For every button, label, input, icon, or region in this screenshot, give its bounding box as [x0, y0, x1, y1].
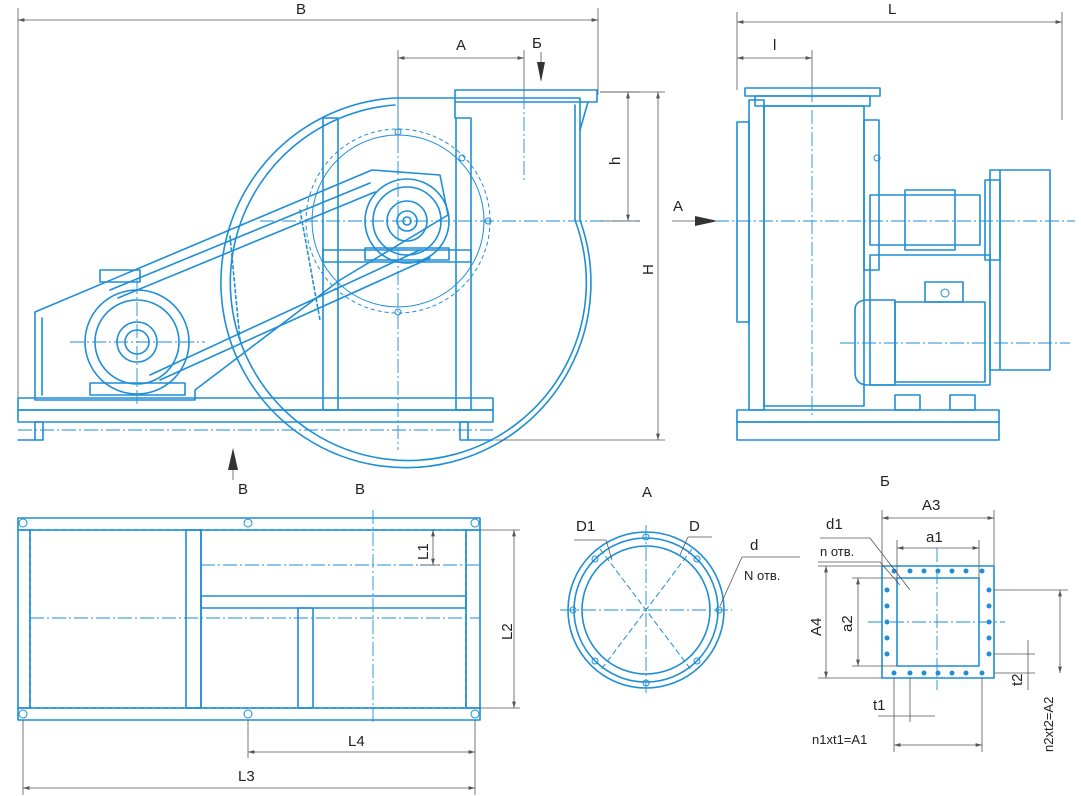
label-L1: L1: [415, 543, 432, 560]
view-b-title: Б: [880, 473, 890, 490]
label-H: H: [640, 264, 657, 275]
label-L3: L3: [238, 768, 255, 785]
view-arrow-a-icon: [695, 216, 718, 226]
label-N-holes: N отв.: [744, 568, 780, 583]
inlet-flange: [736, 121, 750, 323]
label-n1t1: n1xt1=A1: [812, 732, 867, 747]
belt-guard: [34, 169, 449, 401]
view-v-base-plan: В L1 L2 L4: [17, 481, 520, 795]
label-L4: L4: [348, 733, 365, 750]
fan-volute-outer: [220, 97, 592, 469]
label-d1: d1: [826, 516, 843, 533]
label-B-arrow: Б: [532, 35, 542, 52]
fan-housing-side: [763, 105, 865, 407]
view-arrow-b-icon: [537, 62, 545, 82]
outlet-flange: [454, 89, 598, 103]
view-arrow-v-icon: [228, 448, 238, 470]
label-A4: A4: [808, 618, 825, 636]
view-v-title: В: [355, 481, 365, 498]
label-A-arrow: A: [673, 198, 683, 215]
label-B-view-arrow: В: [238, 481, 248, 498]
fan-pulley: [364, 178, 450, 264]
view-b-outlet-flange: Б: [808, 473, 1068, 752]
outlet-holes: [884, 568, 992, 676]
view-a-title: A: [642, 484, 652, 501]
front-motor: [894, 301, 986, 383]
label-D: D: [689, 518, 700, 535]
side-view: В A Б h H A В: [17, 1, 718, 498]
label-A-dim: A: [456, 37, 466, 54]
front-view: L l: [715, 1, 1075, 441]
label-t1: t1: [873, 697, 886, 714]
label-n-holes: n отв.: [820, 544, 854, 559]
label-l-small: l: [773, 37, 776, 54]
label-D1: D1: [576, 518, 595, 535]
label-t2: t2: [1009, 673, 1026, 686]
label-L2: L2: [499, 623, 516, 640]
label-h: h: [607, 157, 624, 165]
label-L: L: [888, 1, 896, 18]
label-B-top: В: [296, 1, 306, 18]
view-a-inlet-flange: A D1 D d N отв.: [560, 484, 800, 695]
label-a1: a1: [926, 529, 943, 546]
label-d: d: [750, 537, 758, 554]
label-A3: A3: [922, 497, 940, 514]
label-n2t2: n2xt2=A2: [1041, 697, 1056, 752]
front-pulley: [989, 169, 1051, 371]
label-a2: a2: [839, 615, 856, 632]
